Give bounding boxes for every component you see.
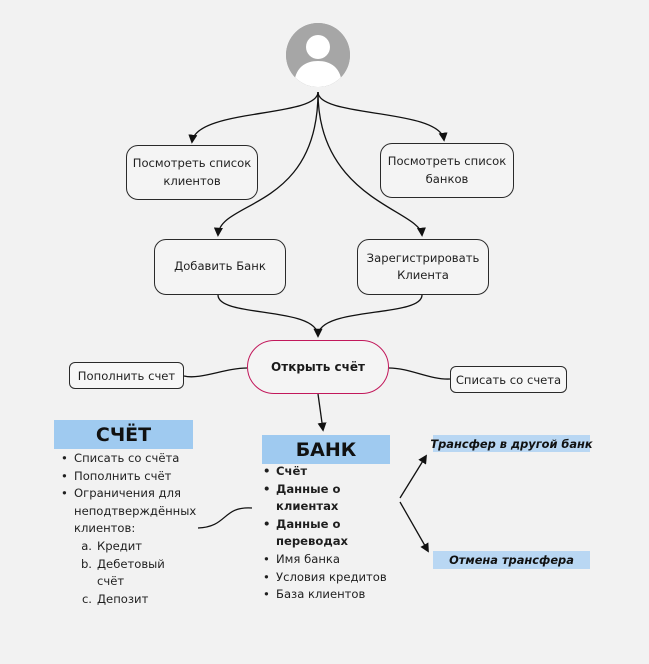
account-limit-item: b. Дебетовый счёт — [76, 556, 187, 591]
bank-item: Данные о клиентах — [262, 481, 390, 516]
connector-add-bank-open — [217, 294, 323, 338]
bank-title: БАНК — [262, 435, 390, 464]
account-list: Списать со счёта Пополнить счёт Ограниче… — [60, 450, 210, 538]
account-limit-text: Депозит — [97, 591, 149, 606]
register-client-node[interactable]: Зарегистрировать Клиента — [357, 239, 489, 295]
view-clients-node[interactable]: Посмотреть список клиентов — [126, 145, 258, 200]
user-avatar-icon — [286, 23, 350, 87]
list-marker: a. — [81, 539, 92, 553]
account-title: СЧЁТ — [54, 420, 193, 449]
view-banks-node[interactable]: Посмотреть список банков — [380, 143, 514, 198]
account-limit-item: c. Депозит — [76, 591, 196, 609]
connector-avatar-register — [317, 91, 426, 237]
connector-avatar-add-bank — [213, 91, 319, 237]
account-item: Списать со счёта — [60, 450, 210, 468]
account-limit-item: a. Кредит — [76, 538, 196, 556]
list-marker: b. — [80, 556, 92, 571]
bank-item: Счёт — [262, 463, 390, 481]
account-item: Пополнить счёт — [60, 468, 210, 486]
account-limit-text: Дебетовый счёт — [97, 556, 165, 589]
account-limit-list: a. Кредит b. Дебетовый счёт c. Депозит — [76, 538, 196, 608]
bank-item: База клиентов — [262, 586, 390, 604]
account-item: Ограничения для неподтверждённых клиенто… — [60, 485, 210, 538]
connector-bank-cancel — [399, 501, 429, 553]
connector-open-topup — [183, 367, 248, 378]
connector-avatar-view-banks — [317, 91, 448, 142]
withdraw-node[interactable]: Списать со счета — [450, 366, 567, 393]
connector-bank-transfer — [399, 454, 427, 499]
bank-item: Имя банка — [262, 551, 390, 569]
add-bank-node[interactable]: Добавить Банк — [154, 239, 286, 295]
list-marker: c. — [81, 591, 92, 606]
top-up-node[interactable]: Пополнить счет — [69, 362, 184, 389]
account-limit-text: Кредит — [97, 539, 143, 553]
bank-item: Данные о переводах — [262, 516, 390, 551]
bank-item: Условия кредитов — [262, 569, 390, 587]
connector-open-withdraw — [388, 367, 451, 380]
transfer-other-bank-node[interactable]: Трансфер в другой банк — [430, 435, 593, 452]
bank-list: Счёт Данные о клиентах Данные о перевода… — [262, 463, 390, 604]
connector-avatar-view-clients — [188, 91, 319, 144]
connector-open-bank — [317, 393, 327, 432]
open-account-node[interactable]: Открыть счёт — [247, 340, 389, 394]
connector-register-open — [317, 294, 423, 337]
cancel-transfer-node[interactable]: Отмена трансфера — [433, 551, 590, 569]
